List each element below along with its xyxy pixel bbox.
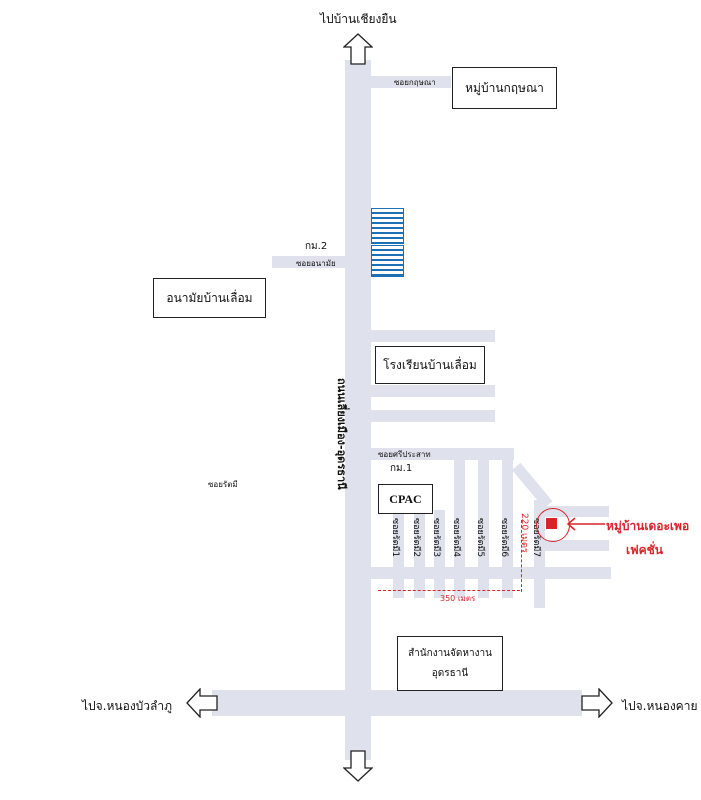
- west-direction-label: ไปจ.หนองบัวลำภู: [82, 699, 173, 713]
- soi-sriprasat-road: [371, 448, 514, 460]
- main-road-label: ถนนเลี่ยงเมือง-อุดรธานี: [335, 378, 348, 490]
- kotchana-village-box: หมู่บ้านกฤษณา: [452, 67, 557, 109]
- diagonal-road: [512, 462, 553, 509]
- soi-r2-label: ซอยรัตมี2: [411, 518, 421, 558]
- soi-r3-label: ซอยรัตมี3: [431, 518, 441, 558]
- soi-kotchana-label: ซอยกฤษณา: [394, 78, 436, 87]
- east-direction-label: ไปจ.หนองคาย: [622, 699, 698, 713]
- horizontal-distance-line: [378, 590, 520, 591]
- ratmee-bottom-road: [371, 567, 611, 579]
- soi-r6-label: ซอยรัตมี6: [499, 518, 509, 558]
- arrow-right-icon: [581, 688, 613, 718]
- arrow-up-icon: [343, 33, 373, 65]
- soi-ratmee-label: ซอยรัตมี: [208, 480, 238, 489]
- north-direction-label: ไปบ้านเชียงยืน: [320, 12, 397, 26]
- kotchana-village-label: หมู่บ้านกฤษณา: [465, 80, 544, 95]
- cpac-label: CPAC: [389, 491, 422, 506]
- destination-marker-icon: [546, 518, 557, 529]
- vertical-distance-label: 220 เมตร: [519, 513, 529, 553]
- soi-r2-road: [414, 510, 425, 598]
- soi-r6-road: [502, 460, 513, 598]
- destination-label-line2: เฟคชั่น: [626, 543, 663, 557]
- school-road-3: [371, 410, 495, 422]
- soi-anamai-road: [272, 256, 345, 268]
- destination-label-line1: หมู่บ้านเดอะเพอ: [606, 519, 690, 533]
- school-box: โรงเรียนบ้านเลื่อม: [375, 346, 485, 384]
- horizontal-distance-label: 350 เมตร: [440, 594, 476, 603]
- arrow-down-icon: [343, 750, 373, 782]
- crosswalk-icon: [371, 245, 404, 277]
- vertical-distance-line: [521, 520, 522, 592]
- km2-label: กม.2: [305, 241, 328, 252]
- office-label-line2: อุดรธานี: [431, 667, 469, 679]
- dest-road-upper: [545, 506, 609, 517]
- soi-r4-road: [454, 460, 465, 598]
- soi-r4-label: ซอยรัตมี4: [451, 518, 461, 558]
- soi-kotchana-road: [371, 76, 451, 88]
- destination-arrow-icon: [566, 516, 606, 532]
- main-road: [345, 60, 371, 760]
- soi-r7-road: [534, 500, 545, 608]
- arrow-left-icon: [186, 688, 218, 718]
- school-road-2: [371, 385, 495, 397]
- health-center-label: อนามัยบ้านเลื่อม: [166, 290, 253, 305]
- office-label-line1: สำนักงานจัดหางาน: [408, 647, 492, 659]
- crosswalk-icon: [371, 208, 404, 244]
- soi-r5-label: ซอยรัตมี5: [475, 518, 485, 558]
- soi-sriprasat-label: ซอยศรีประสาท: [378, 450, 431, 459]
- soi-r5-road: [478, 460, 489, 598]
- dest-road-lower: [545, 540, 609, 551]
- soi-r1-label: ซอยรัตมี1: [390, 518, 400, 558]
- office-box: สำนักงานจัดหางาน อุดรธานี: [397, 636, 503, 691]
- km1-label: กม.1: [390, 463, 413, 474]
- cpac-box: CPAC: [378, 484, 433, 514]
- health-center-box: อนามัยบ้านเลื่อม: [153, 278, 266, 318]
- soi-r1-road: [393, 510, 404, 598]
- school-label: โรงเรียนบ้านเลื่อม: [383, 357, 477, 372]
- school-road-1: [371, 330, 495, 342]
- bottom-road: [212, 690, 582, 716]
- soi-anamai-label: ซอยอนามัย: [296, 259, 336, 268]
- soi-r3-road: [434, 510, 445, 598]
